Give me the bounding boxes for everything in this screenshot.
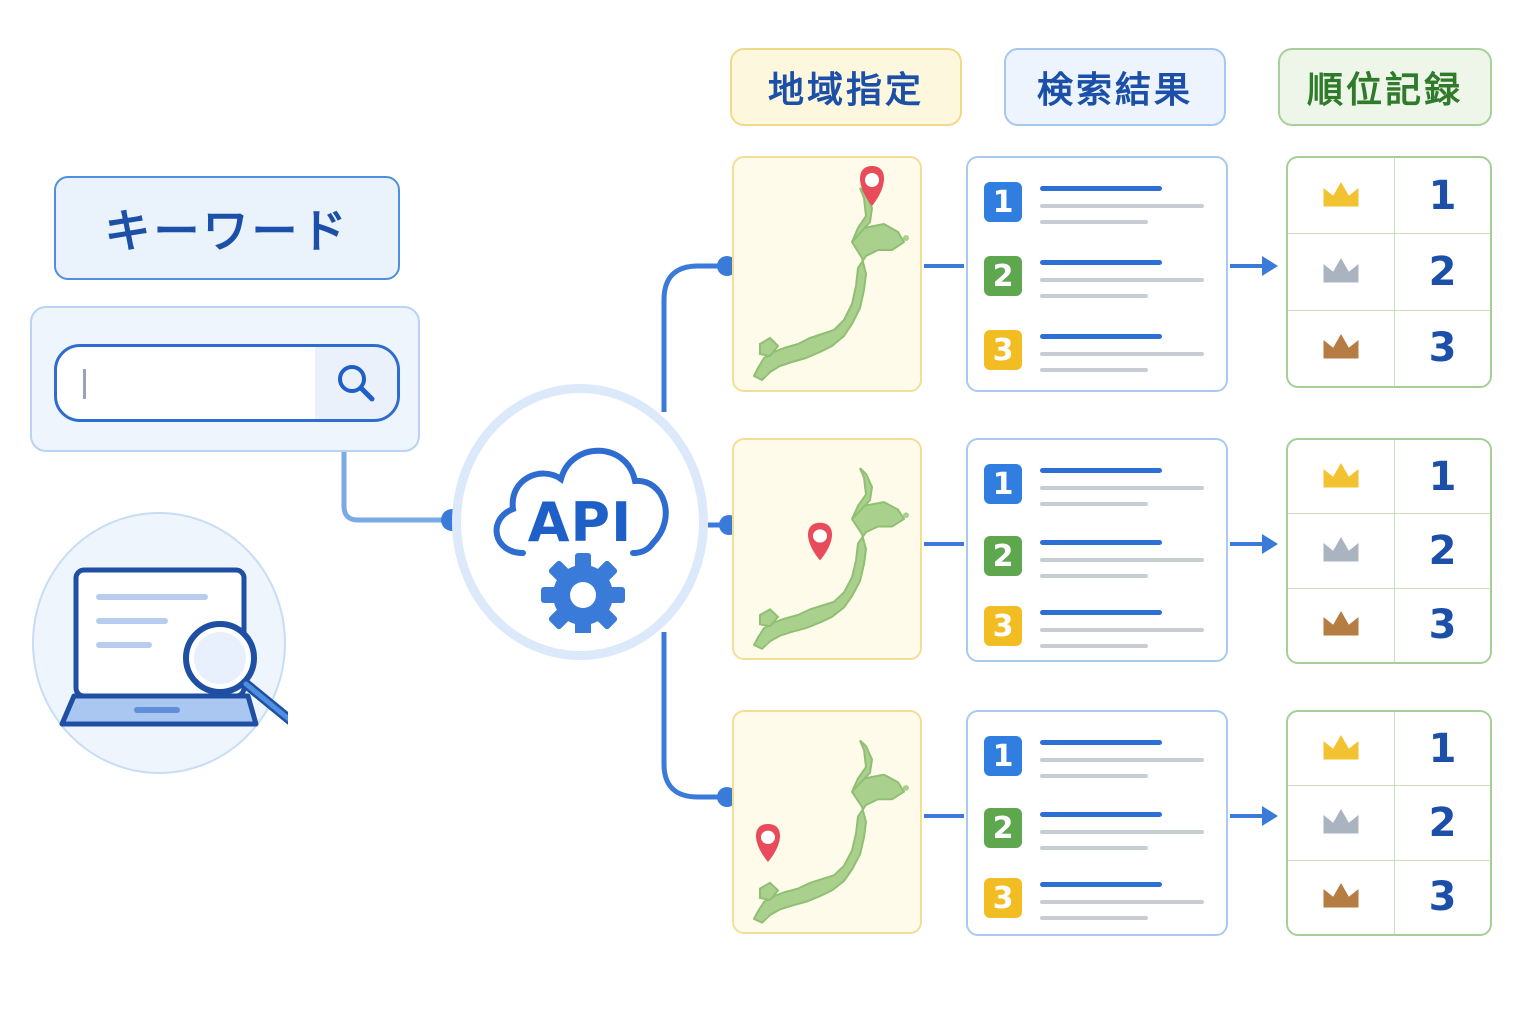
ranking-card-1: 1 2 3 bbox=[1286, 156, 1492, 388]
rank-row: 3 bbox=[1288, 309, 1490, 386]
silver-crown-icon bbox=[1322, 807, 1360, 835]
ranking-card-2: 1 2 3 bbox=[1286, 438, 1492, 664]
search-icon bbox=[338, 365, 375, 402]
result-item: 3 bbox=[984, 606, 1214, 666]
results-card-1: 1 2 3 bbox=[966, 156, 1228, 392]
rank-number: 1 bbox=[1394, 440, 1490, 515]
rank-row: 3 bbox=[1288, 859, 1490, 934]
search-button[interactable] bbox=[315, 347, 397, 419]
rank-number: 1 bbox=[1394, 712, 1490, 787]
rank-row: 1 bbox=[1288, 712, 1490, 787]
rank-row: 2 bbox=[1288, 785, 1490, 861]
japan-map-north-pin bbox=[753, 166, 910, 381]
laptop-search-illustration bbox=[32, 512, 295, 774]
search-panel bbox=[30, 306, 420, 452]
api-label: API bbox=[527, 491, 633, 554]
rank-badge-1: 1 bbox=[984, 736, 1022, 776]
rank-number: 3 bbox=[1394, 587, 1490, 662]
result-item: 2 bbox=[984, 808, 1214, 868]
header-search-results: 検索結果 bbox=[1004, 48, 1226, 126]
rank-number: 1 bbox=[1394, 158, 1490, 235]
ranking-card-3: 1 2 3 bbox=[1286, 710, 1492, 936]
japan-map-south-pin bbox=[753, 739, 910, 924]
region-card-south bbox=[732, 710, 922, 934]
rank-number: 3 bbox=[1394, 859, 1490, 934]
gold-crown-icon bbox=[1322, 180, 1360, 208]
api-hub: API bbox=[452, 384, 708, 660]
cloud-gear-icon bbox=[493, 447, 669, 633]
rank-badge-3: 3 bbox=[984, 606, 1022, 646]
region-card-central bbox=[732, 438, 922, 660]
rank-badge-2: 2 bbox=[984, 256, 1022, 296]
rank-badge-2: 2 bbox=[984, 536, 1022, 576]
result-item: 3 bbox=[984, 330, 1214, 390]
header-region: 地域指定 bbox=[730, 48, 962, 126]
rank-number: 2 bbox=[1394, 513, 1490, 589]
silver-crown-icon bbox=[1322, 535, 1360, 563]
rank-row: 1 bbox=[1288, 440, 1490, 515]
text-caret bbox=[83, 369, 86, 399]
japan-map-central-pin bbox=[753, 467, 910, 650]
rank-number: 2 bbox=[1394, 785, 1490, 861]
bronze-crown-icon bbox=[1322, 609, 1360, 637]
rank-badge-1: 1 bbox=[984, 464, 1022, 504]
gold-crown-icon bbox=[1322, 461, 1360, 489]
silver-crown-icon bbox=[1322, 256, 1360, 284]
rank-row: 2 bbox=[1288, 233, 1490, 311]
result-item: 3 bbox=[984, 878, 1214, 938]
bronze-crown-icon bbox=[1322, 881, 1360, 909]
rank-number: 2 bbox=[1394, 233, 1490, 311]
results-card-2: 1 2 3 bbox=[966, 438, 1228, 662]
rank-row: 3 bbox=[1288, 587, 1490, 662]
bronze-crown-icon bbox=[1322, 332, 1360, 360]
rank-row: 1 bbox=[1288, 158, 1490, 235]
rank-badge-3: 3 bbox=[984, 330, 1022, 370]
laptop-magnifier-icon bbox=[59, 567, 295, 727]
result-item: 2 bbox=[984, 536, 1214, 596]
result-item: 1 bbox=[984, 464, 1214, 524]
result-item: 2 bbox=[984, 256, 1214, 316]
results-card-3: 1 2 3 bbox=[966, 710, 1228, 936]
result-item: 1 bbox=[984, 182, 1214, 242]
rank-row: 2 bbox=[1288, 513, 1490, 589]
rank-number: 3 bbox=[1394, 309, 1490, 386]
rank-badge-1: 1 bbox=[984, 182, 1022, 222]
keyword-label: キーワード bbox=[54, 176, 400, 280]
result-item: 1 bbox=[984, 736, 1214, 796]
rank-badge-3: 3 bbox=[984, 878, 1022, 918]
header-ranking: 順位記録 bbox=[1278, 48, 1492, 126]
region-card-north bbox=[732, 156, 922, 392]
gold-crown-icon bbox=[1322, 733, 1360, 761]
rank-badge-2: 2 bbox=[984, 808, 1022, 848]
search-input[interactable] bbox=[54, 344, 400, 422]
